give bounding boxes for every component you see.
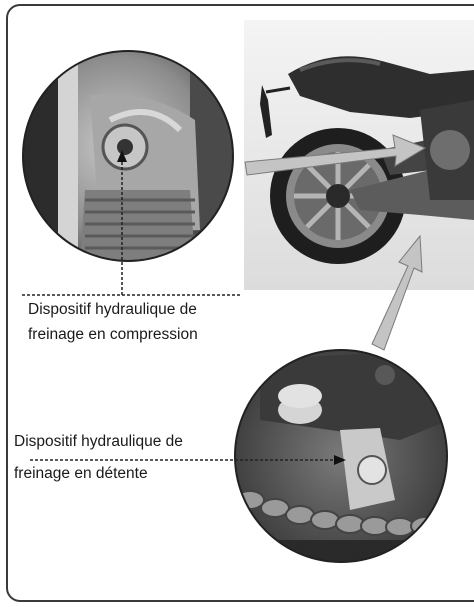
rebound-label-line1: Dispositif hydraulique de: [14, 432, 183, 452]
compression-label-line2: freinage en compression: [28, 325, 198, 345]
rebound-label-line2: freinage en détente: [14, 464, 148, 484]
compression-label-line1: Dispositif hydraulique de: [28, 300, 197, 320]
compression-adjuster-photo: [20, 50, 235, 265]
